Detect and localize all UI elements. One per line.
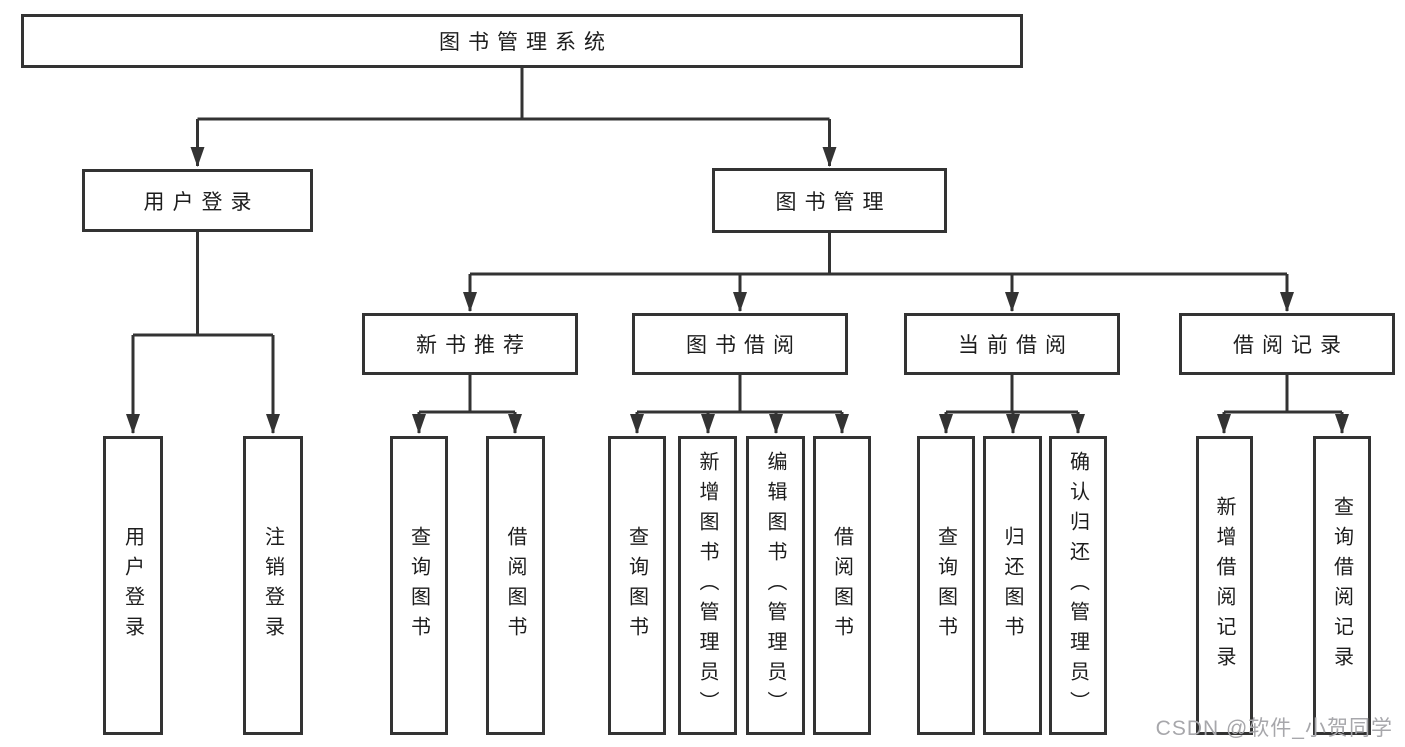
leaf-add-book-admin: 新增图书（管理员）: [678, 436, 737, 735]
node-label: 借阅记录: [1233, 334, 1349, 357]
leaf-query-borrow-record: 查询借阅记录: [1313, 436, 1371, 735]
node-borrow-records: 借阅记录: [1179, 313, 1395, 375]
connector-borrow-to-leaves: [637, 375, 842, 414]
node-label: 图书管理: [775, 190, 892, 214]
connector-records-to-leaves: [1224, 375, 1342, 414]
node-library-management-system: 图书管理系统: [21, 14, 1023, 68]
csdn-watermark: CSDN @软件_小贺同学: [1155, 717, 1393, 740]
node-label: 编辑图书（管理员）: [764, 450, 786, 721]
node-label: 新增借阅记录: [1213, 495, 1235, 676]
node-label: 查询图书: [934, 525, 957, 646]
leaf-return-book: 归还图书: [983, 436, 1042, 735]
node-label: 图书借阅: [686, 334, 802, 357]
node-label: 新书推荐: [416, 334, 532, 357]
node-label: 确认归还（管理员）: [1066, 450, 1089, 721]
leaf-borrow-books: 借阅图书: [813, 436, 871, 735]
node-current-borrowing: 当前借阅: [904, 313, 1120, 375]
connector-current-to-leaves: [946, 375, 1078, 414]
node-new-book-recommend: 新书推荐: [362, 313, 578, 375]
connector-bookmgmt-to-level3: [470, 233, 1287, 276]
node-book-management: 图书管理: [712, 168, 947, 233]
node-label: 图书管理系统: [439, 31, 613, 54]
node-label: 归还图书: [1001, 525, 1023, 646]
node-label: 用户登录: [143, 190, 260, 214]
connector-login-to-leaves: [133, 232, 273, 337]
node-label: 查询图书: [625, 525, 648, 646]
connector-newbook-to-leaves: [419, 375, 515, 414]
node-label: 当前借阅: [958, 334, 1074, 357]
leaf-add-borrow-record: 新增借阅记录: [1196, 436, 1253, 735]
leaf-confirm-return-admin: 确认归还（管理员）: [1049, 436, 1107, 735]
node-label: 查询图书: [407, 525, 430, 646]
node-label: 新增图书（管理员）: [696, 450, 718, 721]
node-label: 借阅图书: [830, 525, 853, 646]
node-label: 用户登录: [121, 525, 144, 646]
leaf-query-books-current: 查询图书: [917, 436, 975, 735]
node-label: 注销登录: [261, 525, 284, 646]
node-label: 借阅图书: [504, 525, 526, 646]
leaf-query-books-borrow: 查询图书: [608, 436, 666, 735]
leaf-logout: 注销登录: [243, 436, 303, 735]
connector-root-to-level2: [197, 68, 830, 121]
node-label: 查询借阅记录: [1330, 495, 1353, 676]
leaf-query-books-recommend: 查询图书: [390, 436, 448, 735]
leaf-borrow-books-recommend: 借阅图书: [486, 436, 545, 735]
leaf-user-login: 用户登录: [103, 436, 163, 735]
node-book-borrowing: 图书借阅: [632, 313, 848, 375]
leaf-edit-book-admin: 编辑图书（管理员）: [746, 436, 805, 735]
node-user-login: 用户登录: [82, 169, 313, 232]
